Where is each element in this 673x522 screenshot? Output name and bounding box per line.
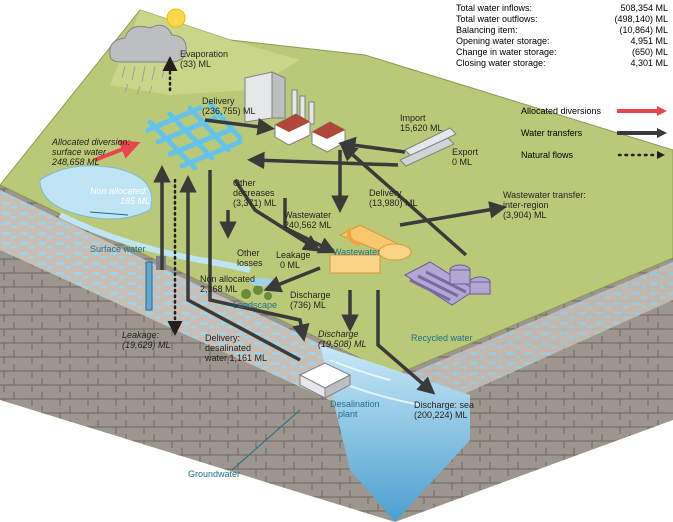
- allocated-diversion-arrow: [94, 140, 141, 162]
- discharge-2-label: Discharge(19,508) ML: [318, 329, 367, 349]
- delivery-2-label: Delivery(13,980) ML: [369, 188, 418, 208]
- landscape-trees: [241, 285, 272, 300]
- cloud: [109, 24, 187, 63]
- discharge-1-label: Discharge(736) ML: [290, 290, 331, 310]
- summary-row: Total water inflows:508,354 ML: [456, 3, 668, 13]
- summary-row: Closing water storage:4,301 ML: [456, 58, 668, 68]
- leakage-2-label: Leakage:(19,629) ML: [122, 330, 171, 350]
- wastewater-plant: [329, 224, 412, 274]
- legend: Allocated diversions Water transfers Nat…: [521, 106, 671, 172]
- sun: [166, 8, 186, 28]
- legend-natural: Natural flows: [521, 150, 671, 172]
- legend-transfers: Water transfers: [521, 128, 671, 150]
- non-allocated-label: Non allocated:185 ML: [90, 186, 151, 206]
- summary-row: Total water outflows:(498,140) ML: [456, 14, 668, 24]
- pond: [39, 165, 153, 220]
- delivery-label: Delivery(236,755) ML: [202, 96, 256, 116]
- legend-allocated: Allocated diversions: [521, 106, 671, 128]
- discharge-sea-label: Discharge: sea(200,224) ML: [414, 400, 475, 420]
- dark-arrow-icon: [617, 128, 667, 138]
- import-pipe: [399, 127, 457, 167]
- groundwater-layer: [0, 190, 395, 430]
- summary-row: Opening water storage:4,951 ML: [456, 36, 668, 46]
- groundwater-layer-right: [395, 262, 673, 425]
- wastewater-transfer-label: Wastewater transfer:inter-region(3,904) …: [503, 190, 586, 220]
- summary-row: Balancing item:(10,864) ML: [456, 25, 668, 35]
- natural-flow-arrows: [162, 56, 183, 336]
- recycled-water-label: Recycled water: [411, 333, 473, 343]
- groundwater-label: Groundwater: [188, 469, 241, 479]
- water-summary-table: Total water inflows:508,354 ML Total wat…: [456, 3, 668, 69]
- evaporation-label: Evaporation(33) ML: [180, 49, 229, 69]
- bore-pipe: [145, 261, 153, 311]
- summary-row: Change in water storage:(650) ML: [456, 47, 668, 57]
- desalination-plant: [298, 362, 352, 399]
- red-arrow-icon: [617, 106, 667, 116]
- wastewater-label: Wastewater: [333, 247, 381, 257]
- dotted-arrow-icon: [617, 151, 665, 159]
- recycled-water-plant: [404, 261, 491, 306]
- surface-water-label: Surface water: [90, 244, 146, 254]
- water-transfer-arrows: [153, 117, 507, 395]
- landscape-label: Landscape: [233, 300, 278, 310]
